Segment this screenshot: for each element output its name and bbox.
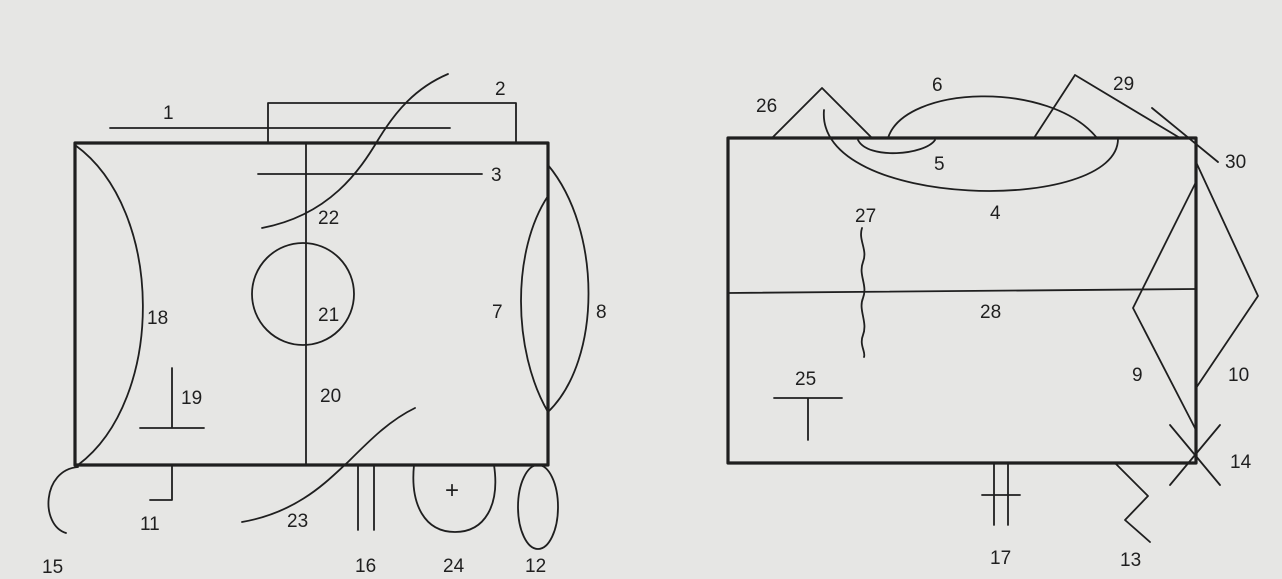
t-shape-25 [773, 397, 843, 441]
cross-14 [1169, 424, 1221, 486]
double-line-16 [357, 464, 375, 531]
arc-7 [520, 195, 549, 413]
curve-22 [261, 73, 449, 229]
arc-8 [547, 164, 590, 413]
line-28 [727, 288, 1197, 294]
arc-4 [823, 109, 1119, 192]
label-15: 15 [42, 557, 63, 578]
label-8: 8 [596, 302, 607, 323]
label-9: 9 [1132, 365, 1143, 386]
circle-21 [251, 242, 355, 346]
label-19: 19 [181, 388, 202, 409]
plus-symbol: + [445, 477, 459, 504]
right-rectangle [726, 136, 1198, 465]
label-22: 22 [318, 208, 339, 229]
label-10: 10 [1228, 365, 1249, 386]
label-28: 28 [980, 302, 1001, 323]
diamond-9 [1132, 181, 1197, 431]
right-panel: 26 6 29 30 5 4 27 28 25 9 10 14 13 17 [726, 74, 1259, 571]
label-17: 17 [990, 548, 1011, 569]
loop-5 [857, 139, 936, 155]
zigzag-13 [1114, 462, 1151, 543]
label-23: 23 [287, 511, 308, 532]
arc-18 [74, 144, 144, 466]
label-13: 13 [1120, 550, 1141, 571]
label-6: 6 [932, 75, 943, 96]
left-panel: 1 2 3 22 21 18 19 20 7 8 11 15 23 16 24 … [42, 73, 607, 578]
triangle-26 [771, 87, 873, 139]
line-30 [1151, 107, 1219, 163]
wavy-line-27 [860, 227, 866, 358]
arc-6 [887, 95, 1098, 139]
hook-15 [47, 466, 79, 534]
label-5: 5 [934, 154, 945, 175]
label-24: 24 [443, 556, 465, 577]
label-7: 7 [492, 302, 503, 323]
l-shape-11 [149, 464, 173, 501]
label-4: 4 [990, 203, 1001, 224]
label-1: 1 [163, 103, 174, 124]
label-11: 11 [140, 514, 160, 535]
t-shape-19 [139, 367, 205, 429]
label-2: 2 [495, 79, 506, 100]
curve-23 [241, 407, 416, 523]
label-18: 18 [147, 308, 168, 329]
u-shape-24 [412, 464, 497, 533]
left-rectangle [73, 141, 550, 467]
label-20: 20 [320, 386, 341, 407]
top-bracket-2 [267, 102, 517, 144]
triangle-29 [1033, 74, 1181, 139]
label-30: 30 [1225, 152, 1246, 173]
label-25: 25 [795, 369, 816, 390]
label-27: 27 [855, 206, 876, 227]
diamond-10 [1195, 161, 1259, 389]
label-3: 3 [491, 165, 502, 186]
lens-12 [517, 464, 559, 550]
label-16: 16 [355, 556, 376, 577]
label-29: 29 [1113, 74, 1134, 95]
label-26: 26 [756, 96, 777, 117]
label-12: 12 [525, 556, 546, 577]
label-14: 14 [1230, 452, 1252, 473]
label-21: 21 [318, 305, 339, 326]
cross-lines-17 [981, 462, 1021, 526]
